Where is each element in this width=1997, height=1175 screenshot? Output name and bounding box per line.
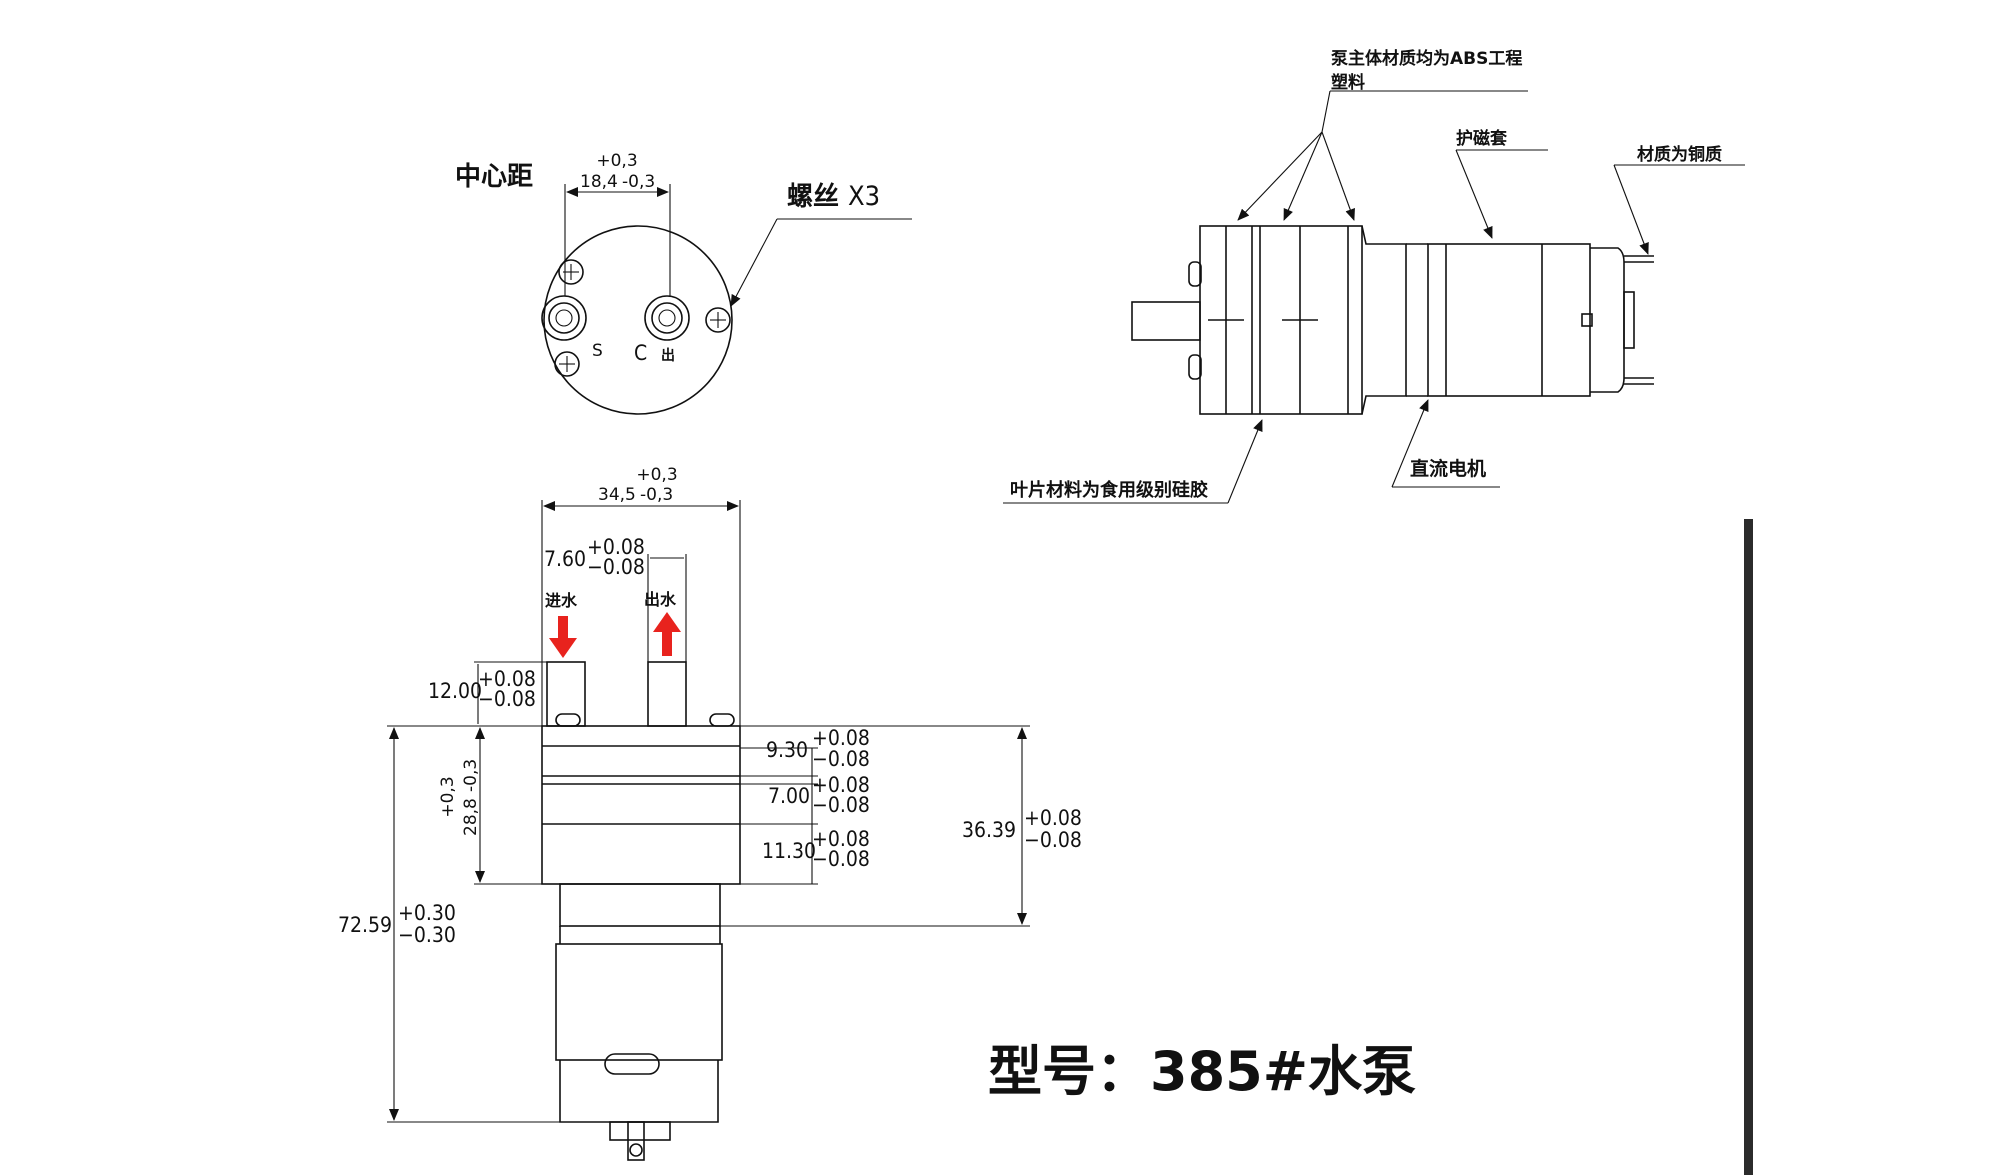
screw-count: X3 — [848, 181, 880, 212]
spacing-value: 7.60 +0.08 −0.08 — [544, 535, 645, 579]
svg-text:−0.08: −0.08 — [812, 847, 870, 871]
svg-text:-0,3: -0,3 — [622, 172, 655, 192]
center-distance-value: 18,4 -0,3 — [580, 172, 655, 192]
screw-icon — [705, 307, 731, 333]
motor-label: 直流电机 — [1410, 457, 1486, 480]
layer1-value: 9.30 +0.08 −0.08 — [766, 726, 870, 771]
top-view: S C 出 +0,3 18,4 -0,3 中心距 螺丝 X3 — [455, 151, 912, 415]
svg-text:+0.08: +0.08 — [1024, 806, 1082, 830]
terminal-material-label: 材质为铜质 — [1637, 144, 1722, 165]
svg-text:28,8: 28,8 — [461, 798, 481, 836]
svg-text:-0,3: -0,3 — [640, 485, 673, 505]
svg-text:−0.08: −0.08 — [587, 555, 645, 579]
port-s-label: S — [592, 341, 603, 361]
svg-text:36.39: 36.39 — [962, 818, 1016, 842]
layer3-value: 11.30 +0.08 −0.08 — [762, 827, 870, 871]
svg-text:−0.08: −0.08 — [1024, 828, 1082, 852]
svg-text:−0.08: −0.08 — [812, 793, 870, 817]
screw-icon — [554, 351, 580, 377]
svg-text:−0.08: −0.08 — [478, 687, 536, 711]
svg-text:+0.08: +0.08 — [478, 667, 536, 691]
inlet-port — [541, 295, 587, 341]
svg-text:72.59: 72.59 — [338, 913, 392, 937]
screw-icon — [558, 259, 584, 285]
blade-material-label: 叶片材料为食用级别硅胶 — [1010, 479, 1208, 501]
svg-text:−0.08: −0.08 — [812, 747, 870, 771]
model-title: 型号：385#水泵 — [988, 1040, 1416, 1103]
outlet-arrow-icon — [653, 612, 681, 656]
svg-text:+0.30: +0.30 — [398, 901, 456, 925]
svg-text:7.60: 7.60 — [544, 547, 586, 571]
svg-text:34,5: 34,5 — [598, 485, 636, 505]
body-material-line2: 塑料 — [1331, 72, 1365, 93]
svg-text:12.00: 12.00 — [428, 679, 482, 703]
vertical-scrollbar[interactable] — [1744, 519, 1753, 1175]
width-tol-upper: +0,3 — [636, 465, 677, 485]
side-view: 泵主体材质均为ABS工程 塑料 护磁套 材质为铜质 叶片材料为食用级别硅胶 直流… — [1003, 48, 1745, 504]
svg-text:+0.08: +0.08 — [587, 535, 645, 559]
svg-text:−0.30: −0.30 — [398, 923, 456, 947]
front-view: 进水 出水 +0,3 34,5 -0,3 7.60 +0.08 −0.08 12… — [338, 465, 1082, 1161]
nozzle-height-value: 12.00 +0.08 −0.08 — [428, 667, 536, 711]
svg-text:+0,3: +0,3 — [438, 776, 458, 817]
svg-text:9.30: 9.30 — [766, 738, 808, 762]
width-value: 34,5 -0,3 — [598, 485, 673, 505]
inlet-label: 进水 — [545, 591, 578, 610]
svg-text:+0.08: +0.08 — [812, 726, 870, 750]
center-distance-tol-upper: +0,3 — [596, 151, 637, 171]
layer2-value: 7.00 +0.08 −0.08 — [768, 773, 870, 817]
port-c-label: C — [634, 341, 647, 365]
svg-text:+0.08: +0.08 — [812, 773, 870, 797]
head-height-value: +0,3 28,8 -0,3 — [438, 759, 481, 836]
outlet-port — [644, 295, 690, 341]
inlet-arrow-icon — [549, 616, 577, 658]
screw-label: 螺丝 — [787, 182, 839, 212]
svg-text:7.00: 7.00 — [768, 784, 810, 808]
svg-text:18,4: 18,4 — [580, 172, 618, 192]
svg-text:+0.08: +0.08 — [812, 827, 870, 851]
outlet-label: 出水 — [644, 590, 677, 609]
center-distance-label: 中心距 — [455, 162, 533, 192]
svg-text:11.30: 11.30 — [762, 839, 816, 863]
cover-label: 护磁套 — [1456, 128, 1508, 149]
total-height-value: 72.59 +0.30 −0.30 — [338, 901, 456, 947]
svg-text:-0,3: -0,3 — [461, 759, 481, 792]
port-out-label: 出 — [661, 347, 675, 364]
body-material-line1: 泵主体材质均为ABS工程 — [1331, 48, 1522, 69]
pump-height-value: 36.39 +0.08 −0.08 — [962, 806, 1082, 852]
